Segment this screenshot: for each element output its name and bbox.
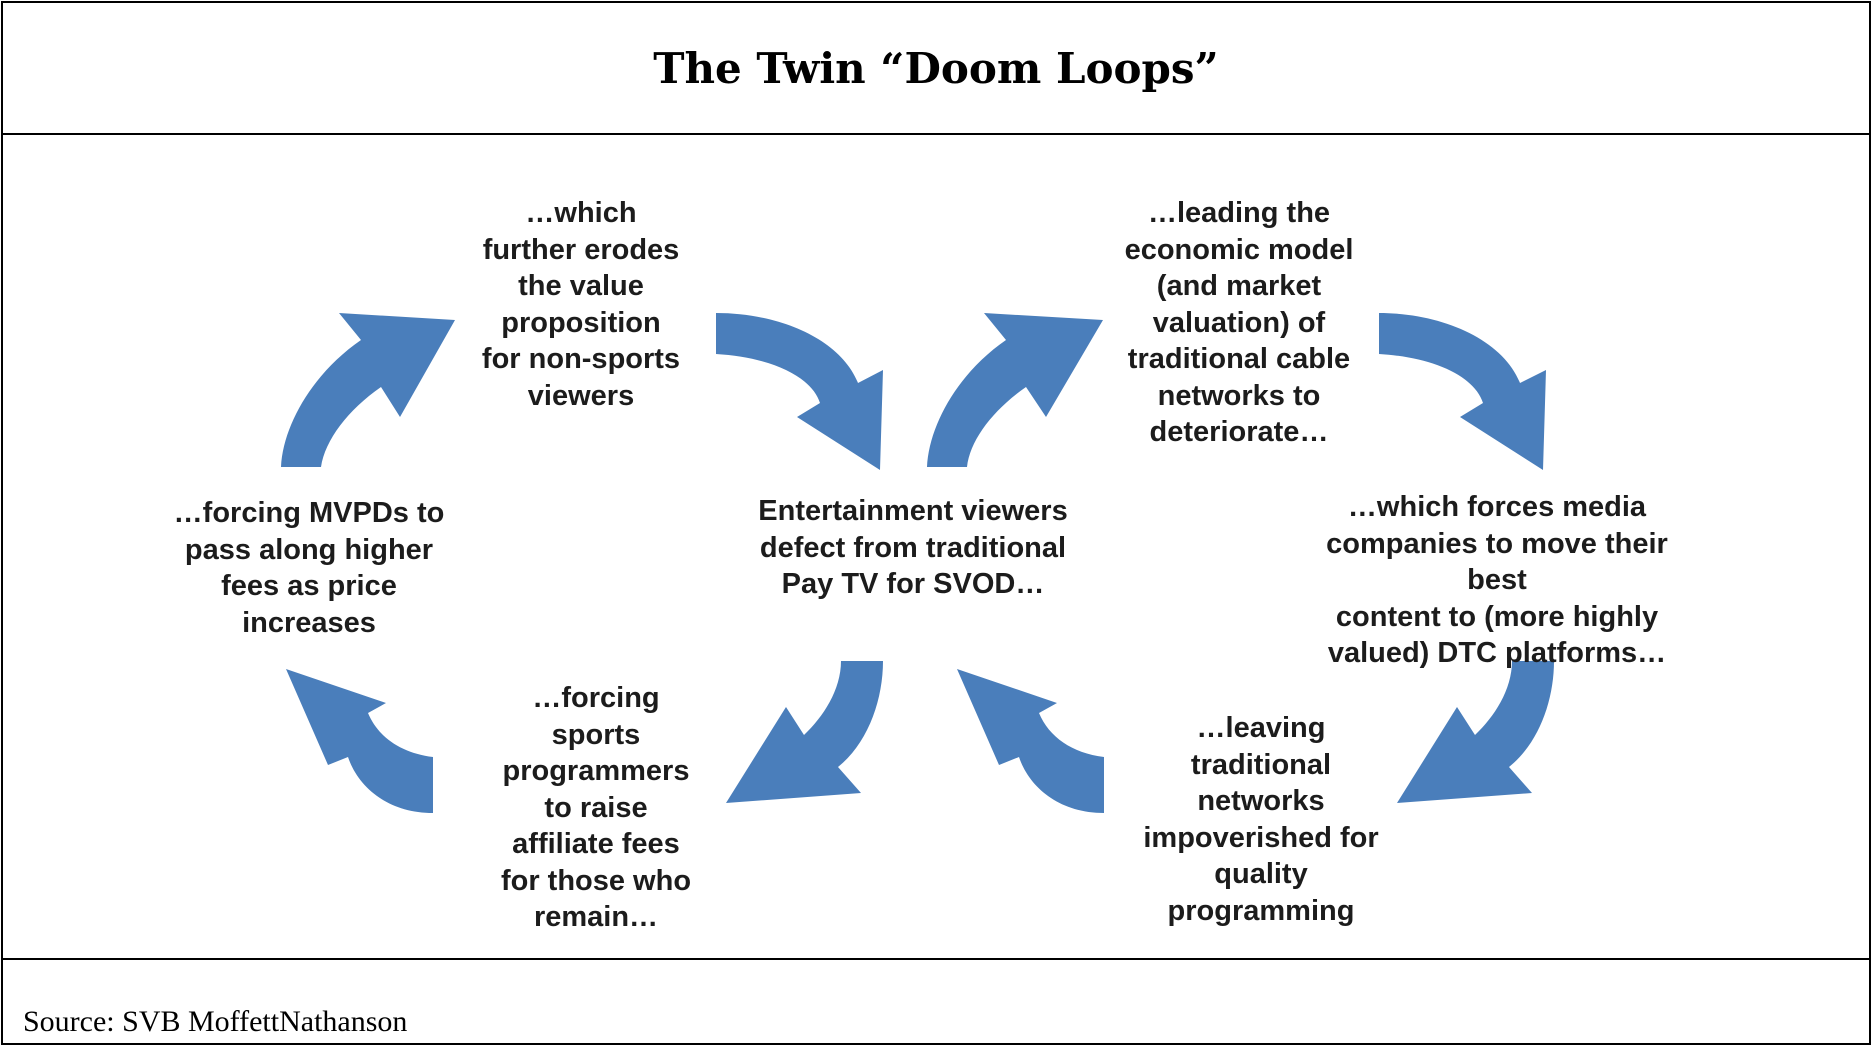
cycle-arrows [281,313,1554,813]
source-note: Source: SVB MoffettNathanson [23,1005,408,1038]
node-center: Entertainment viewers defect from tradit… [758,495,1068,600]
arrow-top-right-down [1379,313,1546,470]
node-top-left: …which further erodes the value proposit… [481,197,681,412]
node-left: …forcing MVPDs to pass along higher fees… [173,497,445,639]
node-bottom-right: …leaving traditional networks impoverish… [1143,712,1379,927]
arrow-bottom-right-up-left [957,669,1104,813]
node-right: …which forces media companies to move th… [1326,491,1668,669]
arrow-left-up [281,313,455,467]
doom-loops-diagram: Entertainment viewers defect from tradit… [3,135,1869,960]
arrow-top-left-down [716,313,883,470]
node-bottom-left: …forcing sports programmers to raise aff… [500,682,692,933]
node-top-right: …leading the economic model (and market … [1124,197,1354,448]
title-bar: The Twin “Doom Loops” [3,3,1869,135]
arrow-center-down-left [726,661,883,803]
figure-title: The Twin “Doom Loops” [653,43,1219,93]
arrow-bottom-left-up-left [286,669,433,813]
arrow-right-down-left [1397,661,1554,803]
arrow-center-up-right [927,313,1103,467]
